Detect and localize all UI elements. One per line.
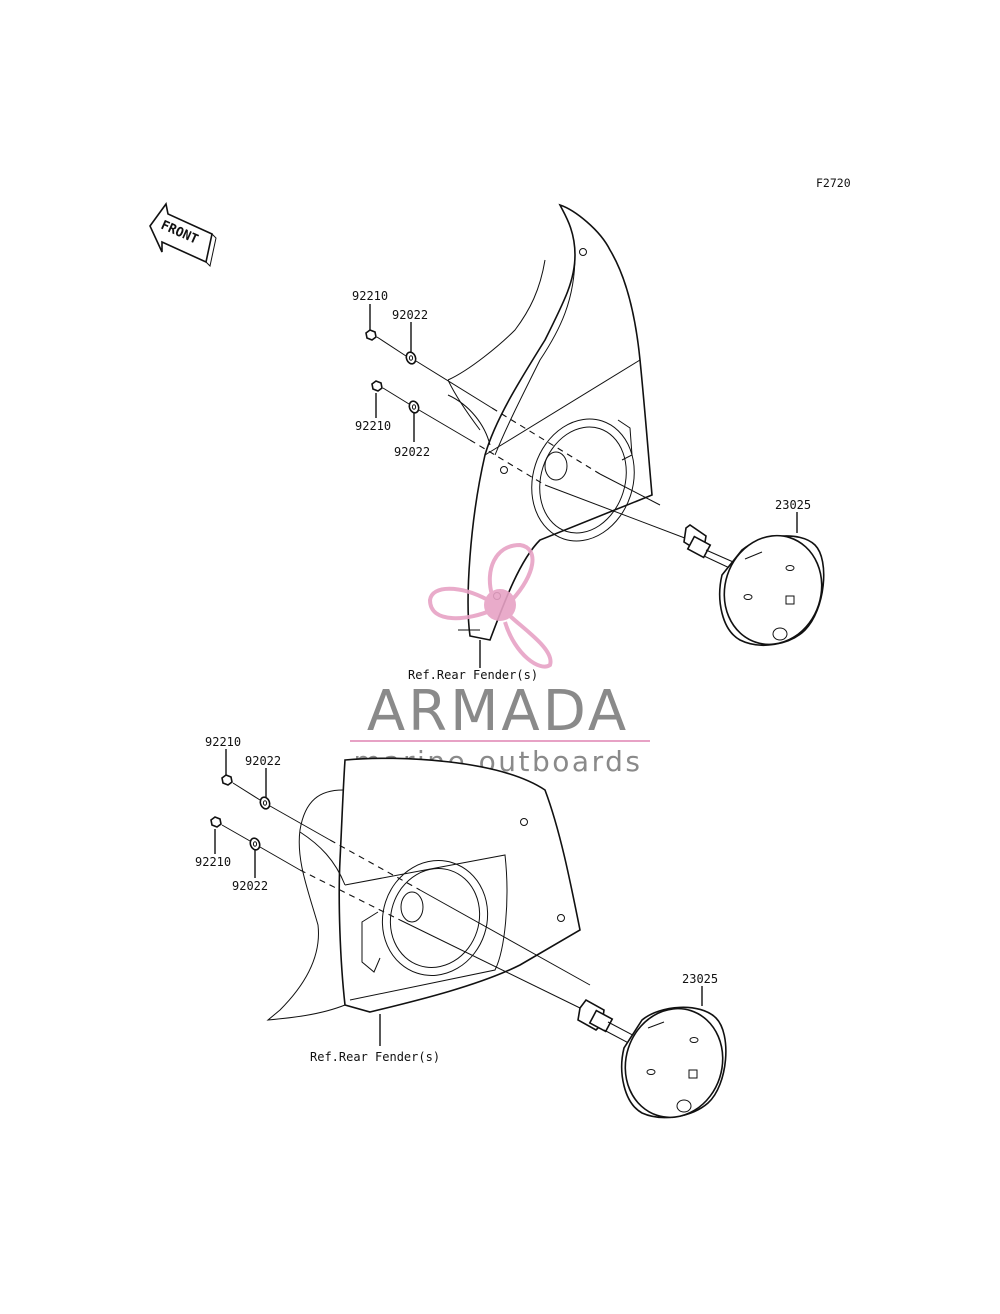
lower-fender	[338, 757, 581, 1013]
lower-washer-1	[259, 796, 271, 810]
upper-nut-1-label: 92210	[352, 289, 388, 303]
upper-nut-2	[371, 380, 383, 392]
lower-nut-1	[221, 774, 233, 786]
upper-nut-1	[365, 329, 377, 341]
armada-watermark: ARMADA marine outboards	[350, 542, 650, 778]
upper-ref-label: Ref.Rear Fender(s)	[408, 668, 538, 682]
upper-washer-2	[408, 400, 420, 414]
upper-turn-signal	[683, 524, 825, 646]
upper-assembly: 92210 92022 92210 92022 23025 Ref.Rear F…	[352, 203, 825, 682]
lower-washer-2	[249, 837, 261, 851]
upper-washer-1-label: 92022	[392, 308, 428, 322]
lower-washer-2-label: 92022	[232, 879, 268, 893]
upper-washer-2-label: 92022	[394, 445, 430, 459]
propeller-logo-icon	[427, 542, 553, 669]
lower-nut-1-label: 92210	[205, 735, 241, 749]
figure-code: F2720	[816, 176, 851, 190]
lower-turn-signal	[577, 998, 727, 1119]
watermark-brand: ARMADA	[367, 679, 629, 744]
lower-nut-2	[210, 816, 222, 828]
upper-washer-1	[405, 351, 417, 365]
lower-ref-label: Ref.Rear Fender(s)	[310, 1050, 440, 1064]
upper-signal-label: 23025	[775, 498, 811, 512]
front-arrow-icon: FRONT	[149, 202, 217, 268]
upper-nut-2-label: 92210	[355, 419, 391, 433]
lower-assembly: 92210 92022 92210 92022 23025 Ref.Rear F…	[195, 735, 727, 1119]
lower-signal-label: 23025	[682, 972, 718, 986]
lower-washer-1-label: 92022	[245, 754, 281, 768]
upper-fender	[467, 203, 653, 641]
lower-nut-2-label: 92210	[195, 855, 231, 869]
